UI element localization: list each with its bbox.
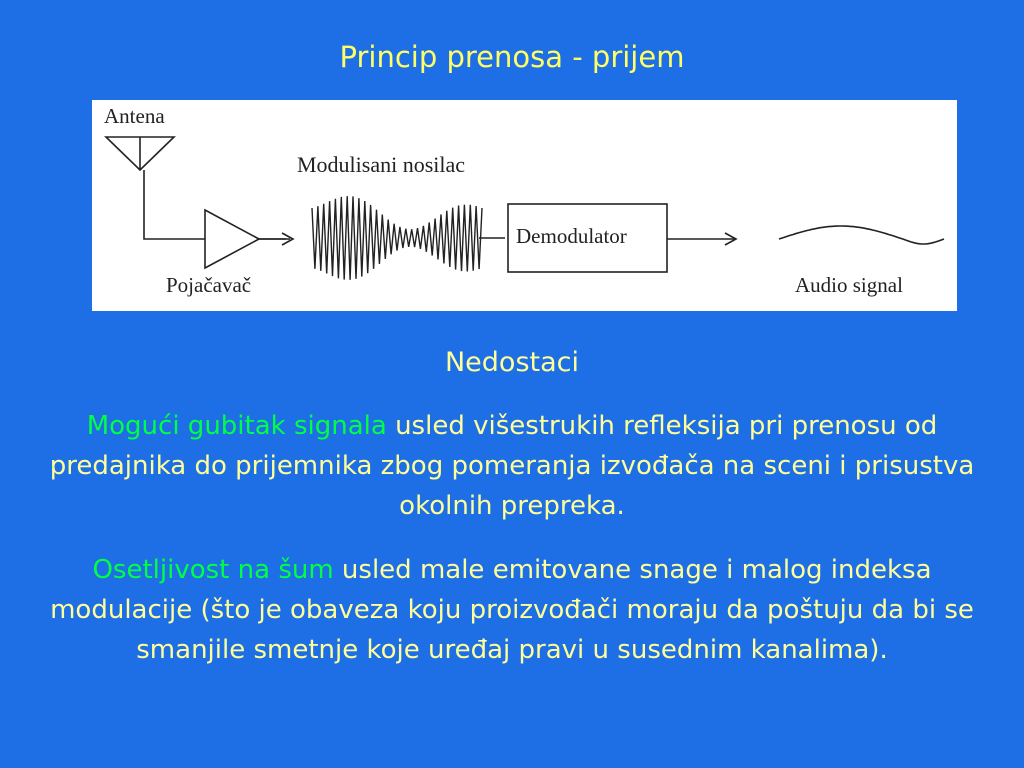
demodulator-label: Demodulator — [516, 224, 627, 248]
receiver-diagram-svg: Antena Modulisani nosilac Demodulator Po… — [104, 104, 945, 297]
modulated-carrier-label: Modulisani nosilac — [297, 152, 465, 177]
antenna-icon — [104, 136, 205, 240]
disadvantage-highlight-2: Osetljivost na šum — [92, 555, 334, 585]
arrow-right-icon — [667, 232, 738, 246]
disadvantage-text-2: usled male emitovane snage i malog indek… — [50, 555, 974, 665]
section-heading: Nedostaci — [444, 347, 579, 378]
receiver-diagram: Antena Modulisani nosilac Demodulator Po… — [92, 100, 957, 311]
modulated-wave-icon — [311, 196, 505, 280]
audio-signal-label: Audio signal — [795, 273, 903, 297]
audio-wave-icon — [778, 225, 945, 245]
disadvantage-paragraph-1: Mogući gubitak signala usled višestrukih… — [22, 406, 1002, 526]
disadvantage-text-1: usled višestrukih refleksija pri prenosu… — [49, 411, 975, 521]
amplifier-label: Pojačavač — [166, 273, 251, 297]
antenna-label: Antena — [104, 104, 165, 128]
slide-title: Princip prenosa - prijem — [339, 40, 685, 74]
disadvantage-highlight-1: Mogući gubitak signala — [86, 411, 387, 441]
arrow-right-icon — [259, 232, 295, 246]
demodulator-block-icon — [507, 203, 668, 273]
disadvantage-paragraph-2: Osetljivost na šum usled male emitovane … — [22, 550, 1002, 670]
